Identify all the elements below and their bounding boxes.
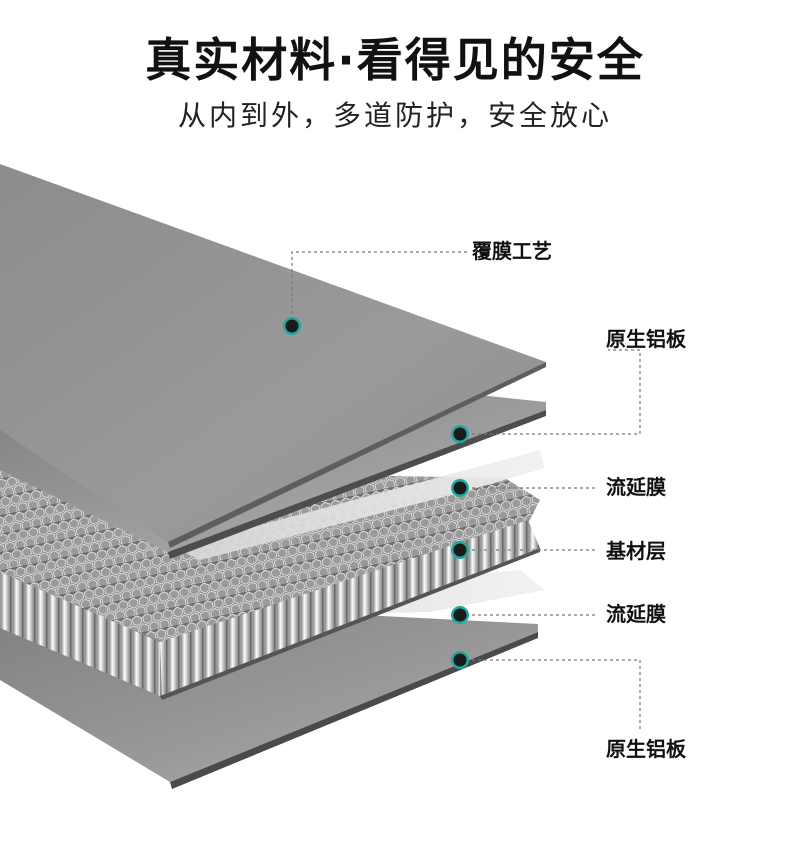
- label-lamination-process: 覆膜工艺: [472, 239, 552, 263]
- upper-plate-edge: [168, 410, 546, 559]
- leader-line: [460, 349, 641, 435]
- marker-dot: [453, 427, 467, 441]
- marker-dot: [453, 653, 467, 667]
- upper-cast-film: [175, 450, 545, 560]
- leader-line: [460, 659, 641, 730]
- page-subtitle: 从内到外，多道防护，安全放心: [177, 99, 612, 132]
- top-coated-sheet: [0, 164, 546, 542]
- leader-line: [291, 251, 468, 326]
- page-title: 真实材料·看得见的安全: [145, 33, 645, 87]
- marker-dot: [453, 481, 467, 495]
- honeycomb-core-side: [160, 520, 540, 696]
- label-aluminum-bottom: 原生铝板: [606, 737, 686, 761]
- label-cast-film-upper: 流延膜: [606, 475, 666, 499]
- bottom-plate-edge: [170, 632, 538, 789]
- honeycomb-core-cells: [0, 572, 160, 696]
- label-aluminum-top: 原生铝板: [606, 327, 686, 351]
- marker-dot: [285, 319, 299, 333]
- marker-dot: [453, 608, 467, 622]
- label-cast-film-lower: 流延膜: [606, 602, 666, 626]
- marker-dot: [453, 543, 467, 557]
- label-base-layer: 基材层: [606, 539, 666, 563]
